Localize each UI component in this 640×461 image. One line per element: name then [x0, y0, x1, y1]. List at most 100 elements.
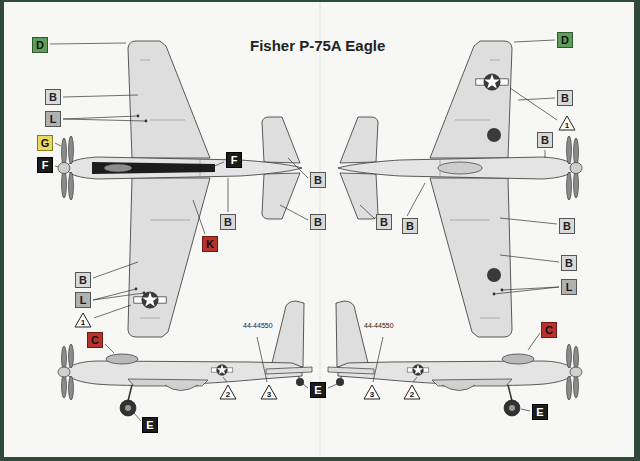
- paint-code-letter: D: [36, 40, 44, 51]
- paint-code-box: K: [202, 236, 218, 252]
- leader-lines-part: [510, 88, 557, 120]
- paint-code-letter: B: [561, 93, 569, 104]
- paint-code-letter: K: [206, 239, 214, 250]
- right-side-view-part: [328, 301, 582, 416]
- underside-view-part: [476, 73, 508, 90]
- leader-lines-part: [545, 150, 546, 158]
- leader-dots-part: [135, 288, 138, 291]
- leader-lines-part: [105, 344, 114, 353]
- paint-code-letter: L: [50, 114, 57, 125]
- paint-code-letter: B: [314, 175, 322, 186]
- decal-callout-triangle: 2: [403, 384, 421, 400]
- paint-code-box: F: [226, 152, 242, 168]
- leader-lines-part: [494, 287, 559, 294]
- leader-dots-part: [493, 293, 496, 296]
- callout-number: 1: [565, 122, 569, 130]
- top-view: [58, 41, 302, 337]
- leader-dots-part: [143, 292, 146, 295]
- leader-lines-part: [55, 166, 58, 167]
- paint-code-box: B: [376, 214, 392, 230]
- leader-lines-part: [93, 289, 136, 300]
- wheel-well: [487, 268, 501, 282]
- leader-lines-part: [93, 262, 138, 278]
- decal-callout-triangle: 3: [363, 384, 381, 400]
- leader-lines-part: [373, 337, 383, 382]
- paint-code-box: B: [537, 132, 553, 148]
- leader-lines-part: [55, 143, 61, 146]
- paint-code-box: B: [561, 255, 577, 271]
- leader-lines-part: [288, 158, 308, 178]
- paint-code-box: C: [541, 322, 557, 338]
- triangle-shape: [261, 385, 277, 399]
- left-side-view-part: [58, 301, 312, 416]
- paint-code-letter: F: [231, 155, 238, 166]
- paint-code-box: B: [220, 214, 236, 230]
- leader-lines-part: [521, 409, 530, 411]
- right-side-view: [328, 301, 582, 416]
- paint-code-letter: B: [406, 221, 414, 232]
- leader-lines-part: [360, 205, 375, 219]
- paint-code-letter: G: [41, 138, 50, 149]
- paint-code-box: B: [310, 214, 326, 230]
- anti-glare-panel: [92, 162, 215, 174]
- leader-dots-part: [145, 120, 148, 123]
- paint-code-box: G: [37, 135, 53, 151]
- paint-code-letter: B: [314, 217, 322, 228]
- leader-dots: [135, 115, 504, 296]
- underside-view: [338, 41, 582, 337]
- leader-lines-part: [528, 333, 540, 350]
- leader-lines-part: [63, 95, 138, 97]
- leader-dots-part: [501, 289, 504, 292]
- paint-code-letter: B: [224, 217, 232, 228]
- paint-code-box: B: [75, 272, 91, 288]
- leader-lines-part: [502, 287, 559, 290]
- paint-code-box: C: [87, 332, 103, 348]
- callout-number: 2: [410, 391, 414, 399]
- paint-code-box: D: [32, 37, 48, 53]
- decal-callout-triangle: 3: [260, 384, 278, 400]
- sheet-title: Fisher P-75A Eagle: [250, 37, 385, 54]
- leader-lines-part: [257, 337, 267, 382]
- paint-code-letter: E: [536, 407, 543, 418]
- paint-code-letter: B: [541, 135, 549, 146]
- callout-number: 2: [226, 391, 230, 399]
- paint-code-box: E: [310, 382, 326, 398]
- paint-code-letter: B: [565, 258, 573, 269]
- paint-code-letter: L: [566, 282, 573, 293]
- leader-lines-part: [228, 178, 229, 212]
- paint-code-letter: B: [563, 221, 571, 232]
- paper-sheet: [4, 2, 634, 457]
- leader-lines-part: [94, 305, 131, 318]
- paint-code-letter: L: [80, 295, 87, 306]
- radiator-scoop: [438, 162, 482, 174]
- paint-code-letter: C: [545, 325, 553, 336]
- paint-code-letter: E: [314, 385, 321, 396]
- leader-lines-part: [500, 255, 559, 262]
- leader-lines-part: [280, 205, 308, 220]
- leader-lines-part: [328, 384, 337, 388]
- decal-callout-triangle: 2: [219, 384, 237, 400]
- leader-lines-part: [303, 384, 308, 388]
- triangle-shape: [404, 385, 420, 399]
- callout-number: 3: [267, 391, 271, 399]
- paint-code-box: L: [561, 279, 577, 295]
- tail-serial-number: 44-44550: [364, 322, 394, 329]
- leader-dots-part: [137, 115, 140, 118]
- leader-lines-part: [193, 200, 205, 234]
- leader-lines-part: [63, 116, 138, 119]
- paint-code-box: L: [45, 111, 61, 127]
- triangle-shape: [220, 385, 236, 399]
- paint-code-letter: D: [561, 35, 569, 46]
- leader-lines-part: [63, 119, 146, 121]
- paint-code-box: B: [559, 218, 575, 234]
- paint-code-letter: B: [79, 275, 87, 286]
- decal-callout-triangle: 1: [558, 115, 576, 131]
- leader-lines: [50, 40, 559, 421]
- underside-view-part: [338, 41, 582, 337]
- paint-code-box: F: [37, 157, 53, 173]
- leader-lines-part: [413, 377, 417, 382]
- leader-lines-part: [134, 413, 141, 421]
- canopy: [104, 164, 132, 172]
- leader-lines-part: [518, 98, 555, 100]
- paint-code-box: B: [310, 172, 326, 188]
